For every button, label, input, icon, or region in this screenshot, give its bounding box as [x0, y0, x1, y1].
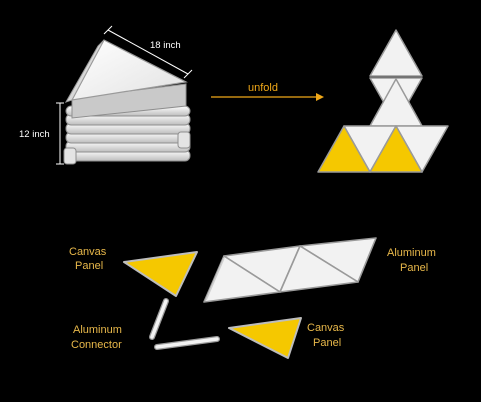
canvas-panel-exploded-2: [228, 317, 302, 359]
aluminum-panel-strip: [203, 237, 377, 303]
height-label: 12 inch: [19, 129, 50, 140]
width-label: 18 inch: [150, 40, 181, 51]
canvas-panel-unfolded-right: [369, 125, 423, 173]
unfolded-assembly: [317, 29, 449, 173]
aluminum-connector-horizontal: [154, 336, 220, 350]
aluminum-panel-label-a: Aluminum: [387, 247, 436, 259]
canvas-panel-label-1a: Canvas: [69, 246, 107, 258]
unfold-label: unfold: [248, 82, 278, 94]
canvas-panel-label-2b: Panel: [313, 337, 341, 349]
canvas-panel-unfolded-left: [317, 125, 371, 173]
aluminum-connector-vertical: [149, 298, 169, 340]
aluminum-connector-label-b: Connector: [71, 339, 122, 351]
canvas-panel-label-1b: Panel: [75, 260, 103, 272]
aluminum-panel-label-b: Panel: [400, 262, 428, 274]
canvas-panel-exploded-1: [123, 251, 198, 297]
unfold-arrow: [211, 93, 324, 101]
aluminum-connector-label-a: Aluminum: [73, 324, 122, 336]
folded-stack: 18 inch 12 inch: [19, 25, 193, 165]
height-dimension: [56, 102, 64, 165]
canvas-panel-label-2a: Canvas: [307, 322, 345, 334]
width-dimension: [103, 25, 193, 79]
